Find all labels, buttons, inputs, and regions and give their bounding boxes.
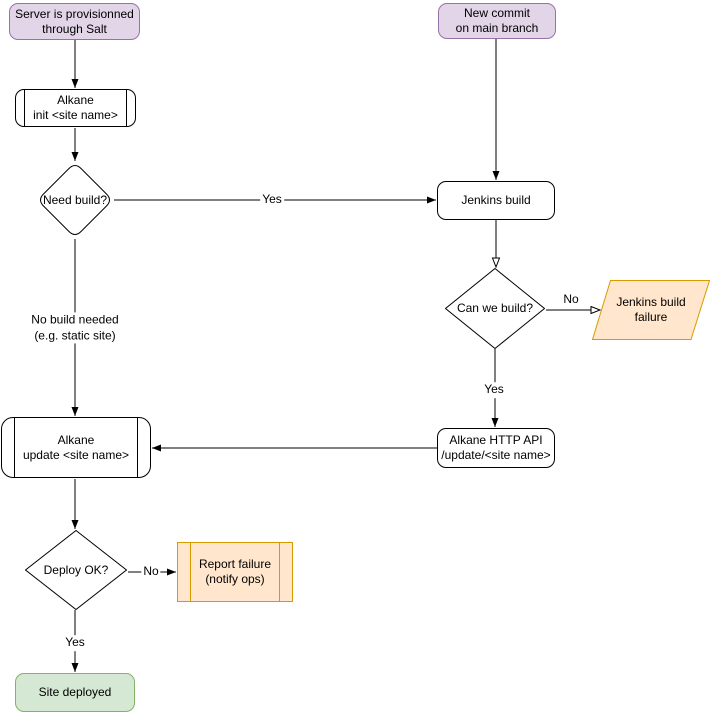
node-label: Deploy OK? bbox=[43, 562, 109, 577]
node-label: Alkane HTTP API /update/<site name> bbox=[441, 433, 551, 462]
edge-label-no-build-needed: No build needed (e.g. static site) bbox=[29, 312, 121, 344]
node-start-salt: Server is provisionned through Salt bbox=[9, 3, 140, 40]
subprocess-bar bbox=[137, 418, 138, 477]
parallelogram-shape bbox=[592, 280, 710, 340]
node-label: Can we build? bbox=[456, 301, 534, 315]
node-label: Jenkins build failure bbox=[616, 295, 686, 324]
node-deploy-ok: Deploy OK? bbox=[25, 530, 127, 610]
edge-label-can-we-build-no: No bbox=[561, 292, 581, 308]
node-label: New commit on main branch bbox=[455, 6, 539, 35]
diamond-shape bbox=[40, 165, 110, 235]
diamond-shape bbox=[25, 530, 127, 610]
subprocess-bar bbox=[190, 543, 191, 601]
node-alkane-init: Alkane init <site name> bbox=[15, 89, 136, 127]
diamond-shape bbox=[445, 268, 545, 349]
node-label: Report failure (notify ops) bbox=[198, 557, 272, 586]
node-new-commit: New commit on main branch bbox=[438, 3, 556, 39]
node-alkane-http-api: Alkane HTTP API /update/<site name> bbox=[437, 428, 555, 468]
subprocess-bar bbox=[14, 418, 15, 477]
subprocess-bar bbox=[24, 90, 25, 126]
edge-label-can-we-build-yes: Yes bbox=[482, 382, 506, 398]
edge-label-need-build-yes: Yes bbox=[260, 192, 284, 208]
node-label: Site deployed bbox=[38, 685, 112, 699]
node-label: Jenkins build bbox=[461, 193, 531, 207]
node-label: Need build? bbox=[42, 192, 108, 207]
node-label: Alkane init <site name> bbox=[33, 93, 118, 122]
node-jenkins-failure: Jenkins build failure bbox=[592, 280, 710, 340]
node-jenkins-build: Jenkins build bbox=[437, 181, 555, 220]
subprocess-bar bbox=[126, 90, 127, 126]
node-site-deployed: Site deployed bbox=[15, 673, 135, 712]
node-need-build: Need build? bbox=[37, 162, 113, 238]
node-alkane-update: Alkane update <site name> bbox=[1, 417, 151, 478]
node-label: Alkane update <site name> bbox=[22, 432, 130, 462]
node-can-we-build: Can we build? bbox=[445, 268, 545, 349]
edge-label-deploy-ok-no: No bbox=[141, 564, 161, 580]
node-report-failure: Report failure (notify ops) bbox=[177, 542, 293, 602]
subprocess-bar bbox=[279, 543, 280, 601]
node-label: Server is provisionned through Salt bbox=[15, 6, 134, 36]
edge-label-deploy-ok-yes: Yes bbox=[63, 635, 87, 651]
